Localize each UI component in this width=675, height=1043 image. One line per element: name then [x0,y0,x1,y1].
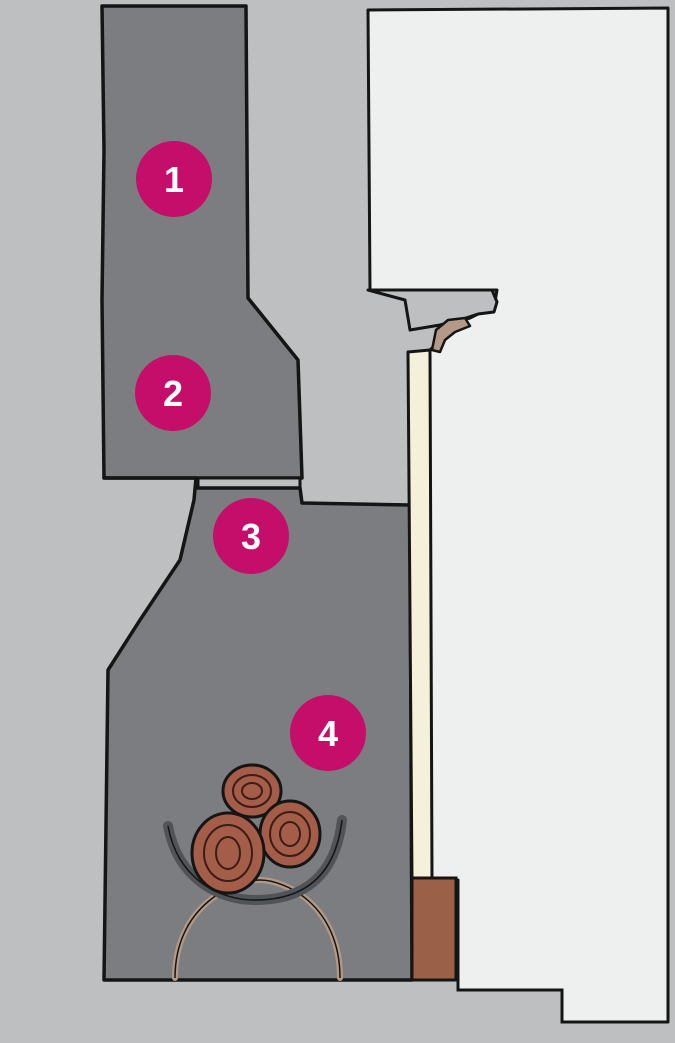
firewood-logs-icon [190,763,322,895]
pillar-plinth [410,876,458,982]
marker-3-label: 3 [241,516,261,557]
marker-2: 2 [135,355,211,431]
hearth-floor [104,978,668,1024]
chimney-flue [100,4,304,480]
log-top [221,763,283,819]
marker-4-label: 4 [318,713,338,754]
mantel-shelf [366,288,499,332]
grate-stand-outline [174,879,341,979]
marker-1: 1 [136,141,212,217]
mantel-pillar [406,348,434,882]
marker-2-label: 2 [163,373,183,414]
mantel-corbel [430,316,472,354]
marker-3: 3 [213,498,289,574]
log-left [190,811,266,895]
marker-1-label: 1 [164,159,184,200]
fire-grate-icon [163,815,347,906]
log-right [258,799,322,869]
marker-4: 4 [290,695,366,771]
